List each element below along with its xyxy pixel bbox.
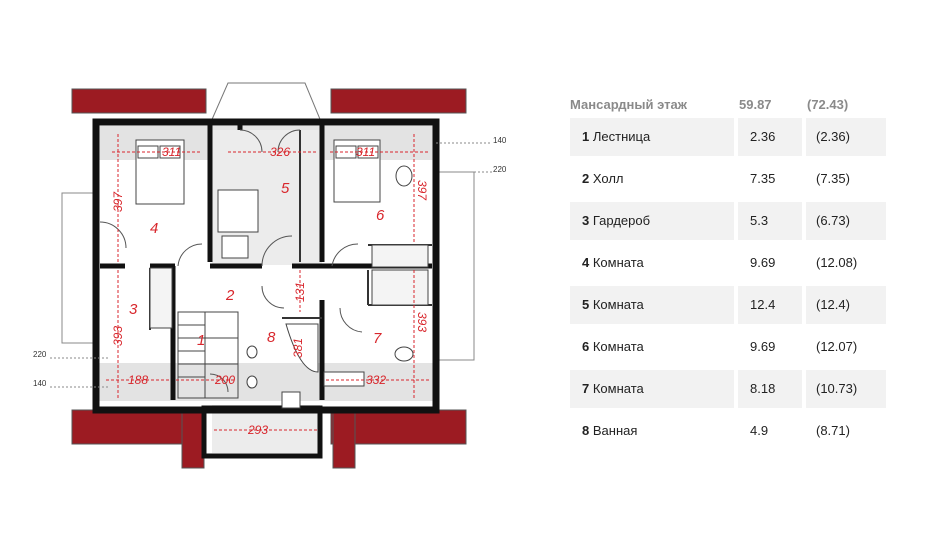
room-label: 7 bbox=[373, 330, 382, 347]
room-label: 3 bbox=[129, 301, 138, 318]
room-area: 9.69 bbox=[738, 328, 802, 366]
room-area-full: (12.4) bbox=[806, 286, 886, 324]
door-swings bbox=[99, 129, 363, 393]
dimension-label: 397 bbox=[111, 191, 125, 212]
room-label: 6 bbox=[376, 207, 385, 224]
side-mark: 220 bbox=[493, 165, 507, 174]
room-label: 2 bbox=[225, 287, 235, 304]
roof-gable bbox=[71, 88, 207, 114]
entry-walls bbox=[201, 405, 323, 459]
dimension-label: 381 bbox=[291, 338, 305, 358]
roof-gable bbox=[330, 88, 467, 114]
roof-slope-area bbox=[96, 363, 436, 401]
balcony-outline bbox=[435, 171, 475, 361]
dimension-label: 397 bbox=[415, 180, 429, 201]
room-name: Комната bbox=[592, 339, 644, 354]
dimension-label: 326 bbox=[270, 145, 290, 159]
room-area: 5.3 bbox=[738, 202, 802, 240]
side-mark: 140 bbox=[493, 136, 507, 145]
dimension-label: 131 bbox=[293, 282, 307, 302]
side-mark: 140 bbox=[33, 379, 47, 388]
side-mark: 220 bbox=[33, 350, 47, 359]
table-row: 2 Холл 7.35 (7.35) bbox=[570, 160, 890, 198]
room-area-full: (12.07) bbox=[806, 328, 886, 366]
room-area-table: Мансардный этаж 59.87 (72.43) 1 Лестница… bbox=[570, 92, 890, 454]
dimension-label: 311 bbox=[162, 145, 181, 159]
room-name: Комната bbox=[592, 297, 644, 312]
dimension-label: 293 bbox=[247, 423, 268, 437]
roof-gable bbox=[332, 409, 356, 469]
room-area: 7.35 bbox=[738, 160, 802, 198]
staircase bbox=[177, 311, 239, 399]
dimension-label: 393 bbox=[415, 312, 429, 332]
dimension-label: 200 bbox=[214, 373, 235, 387]
room-area-full: (10.73) bbox=[806, 370, 886, 408]
room-number: 2 bbox=[582, 171, 590, 186]
table-row: 4 Комната 9.69 (12.08) bbox=[570, 244, 890, 282]
table-row: 5 Комната 12.4 (12.4) bbox=[570, 286, 890, 324]
room-number: 6 bbox=[582, 339, 590, 354]
room-area-full: (7.35) bbox=[806, 160, 886, 198]
table-row: 8 Ванная 4.9 (8.71) bbox=[570, 412, 890, 450]
room-area-full: (12.08) bbox=[806, 244, 886, 282]
room-number: 4 bbox=[582, 255, 590, 270]
room-name: Комната bbox=[592, 381, 644, 396]
room-area: 12.4 bbox=[738, 286, 802, 324]
roof-gable bbox=[181, 409, 205, 469]
table-row: 7 Комната 8.18 (10.73) bbox=[570, 370, 890, 408]
balcony-outline bbox=[61, 192, 98, 344]
total-area: 59.87 bbox=[739, 97, 772, 112]
dimension-label: 311 bbox=[356, 145, 375, 159]
floor-title: Мансардный этаж bbox=[570, 97, 687, 112]
room-area-full: (2.36) bbox=[806, 118, 886, 156]
room-area: 9.69 bbox=[738, 244, 802, 282]
room-area: 8.18 bbox=[738, 370, 802, 408]
room-label: 4 bbox=[150, 220, 158, 237]
table-row: 3 Гардероб 5.3 (6.73) bbox=[570, 202, 890, 240]
dimension-label: 393 bbox=[111, 326, 125, 346]
room-name: Гардероб bbox=[592, 213, 651, 228]
room-area: 4.9 bbox=[738, 412, 802, 450]
side-mark-lines bbox=[50, 142, 492, 388]
dimension-label: 332 bbox=[366, 373, 386, 387]
total-area-full: (72.43) bbox=[807, 97, 849, 112]
dimension-labels: 311 326 311 397 397 393 393 131 381 188 … bbox=[111, 145, 429, 437]
room-label: 5 bbox=[281, 180, 290, 197]
room-name: Лестница bbox=[592, 129, 651, 144]
room-labels: 1 2 3 4 5 6 7 8 bbox=[129, 180, 385, 349]
dimension-lines bbox=[106, 134, 430, 431]
room-area-full: (8.71) bbox=[806, 412, 886, 450]
room-area-full: (6.73) bbox=[806, 202, 886, 240]
dimension-label: 188 bbox=[128, 373, 148, 387]
room-number: 3 bbox=[582, 213, 590, 228]
furniture bbox=[135, 139, 429, 409]
bay-window bbox=[209, 82, 323, 125]
room-label: 1 bbox=[197, 332, 205, 349]
room-name: Ванная bbox=[592, 423, 638, 438]
table-header: Мансардный этаж 59.87 (72.43) bbox=[570, 92, 890, 118]
table-row: 6 Комната 9.69 (12.07) bbox=[570, 328, 890, 366]
room-name: Комната bbox=[592, 255, 644, 270]
room-number: 1 bbox=[582, 129, 590, 144]
room-number: 8 bbox=[582, 423, 590, 438]
floor-plan: 1 2 3 4 5 6 7 8 311 326 311 397 397 393 … bbox=[33, 82, 507, 469]
room-area: 2.36 bbox=[738, 118, 802, 156]
room-number: 7 bbox=[582, 381, 590, 396]
table-row: 1 Лестница 2.36 (2.36) bbox=[570, 118, 890, 156]
room-label: 8 bbox=[267, 329, 276, 346]
room-number: 5 bbox=[582, 297, 590, 312]
room-name: Холл bbox=[592, 171, 624, 186]
